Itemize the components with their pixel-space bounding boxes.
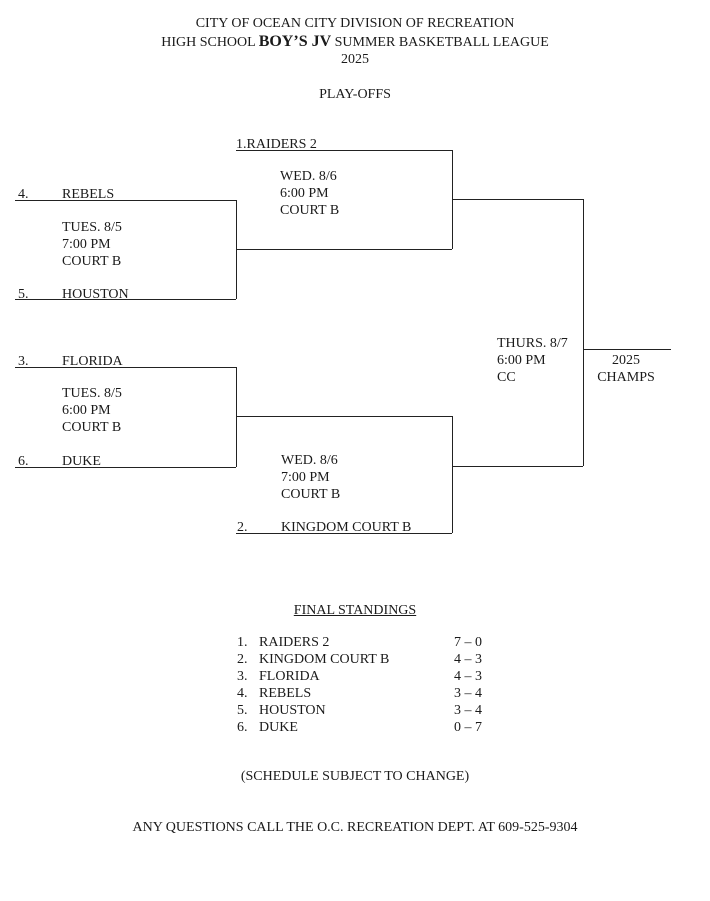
seed6-team: DUKE bbox=[62, 454, 101, 469]
contact-line: ANY QUESTIONS CALL THE O.C. RECREATION D… bbox=[132, 820, 578, 835]
semi-top-info: WED. 8/6 6:00 PM COURT B bbox=[280, 168, 339, 219]
schedule-disclaimer: (SCHEDULE SUBJECT TO CHANGE) bbox=[240, 769, 470, 784]
seed1-number: 1. bbox=[236, 137, 247, 152]
game-4v5-info: TUES. 8/5 7:00 PM COURT B bbox=[62, 219, 122, 270]
final-info: THURS. 8/7 6:00 PM CC bbox=[497, 335, 568, 386]
standings-row: 2. KINGDOM COURT B 4 – 3 bbox=[237, 652, 497, 669]
game-3v6-day: TUES. 8/5 bbox=[62, 386, 122, 401]
game-3v6-court: COURT B bbox=[62, 420, 122, 435]
seed6-number: 6. bbox=[18, 454, 29, 469]
semi-top-day: WED. 8/6 bbox=[280, 169, 337, 184]
final-vertical bbox=[583, 199, 584, 466]
game-3v6-time: 6:00 PM bbox=[62, 403, 111, 418]
seed2-line bbox=[236, 533, 452, 534]
seed4-team: REBELS bbox=[62, 187, 115, 202]
winner-3v6-line bbox=[236, 416, 452, 417]
header-line-2: HIGH SCHOOL BOY’S JV SUMMER BASKETBALL L… bbox=[0, 33, 710, 51]
seed4-number: 4. bbox=[18, 187, 29, 202]
standings-team: HOUSTON bbox=[259, 703, 326, 718]
final-time: 6:00 PM bbox=[497, 353, 546, 368]
standings-record: 0 – 7 bbox=[454, 720, 482, 735]
seed1-line bbox=[236, 150, 452, 151]
standings-rank: 6. bbox=[237, 720, 248, 735]
seed6-line bbox=[15, 467, 236, 468]
standings-row: 5. HOUSTON 3 – 4 bbox=[237, 703, 497, 720]
champion-info: 2025 CHAMPS bbox=[594, 352, 658, 386]
semi-bottom-vertical bbox=[452, 416, 453, 533]
seed4-line bbox=[15, 200, 236, 201]
standings-rank: 1. bbox=[237, 635, 248, 650]
header-subtitle: PLAY-OFFS bbox=[319, 87, 391, 102]
standings-record: 3 – 4 bbox=[454, 703, 482, 718]
standings-title: FINAL STANDINGS bbox=[293, 603, 417, 618]
standings-team: DUKE bbox=[259, 720, 298, 735]
semi-bottom-winner-line bbox=[452, 466, 583, 467]
seed3-number: 3. bbox=[18, 354, 29, 369]
header-line-2-pre: HIGH SCHOOL bbox=[161, 35, 259, 50]
game-4v5-day: TUES. 8/5 bbox=[62, 220, 122, 235]
standings-rank: 4. bbox=[237, 686, 248, 701]
winner-4v5-line bbox=[236, 249, 452, 250]
standings-record: 4 – 3 bbox=[454, 652, 482, 667]
seed5-number: 5. bbox=[18, 287, 29, 302]
seed3-line bbox=[15, 367, 236, 368]
header-line-2-bold: BOY’S JV bbox=[258, 33, 332, 50]
semi-top-winner-line bbox=[452, 199, 583, 200]
game-4v5-court: COURT B bbox=[62, 254, 122, 269]
game-3v6-info: TUES. 8/5 6:00 PM COURT B bbox=[62, 385, 122, 436]
standings-record: 4 – 3 bbox=[454, 669, 482, 684]
round1-bottom-vertical bbox=[236, 367, 237, 467]
standings-row: 1. RAIDERS 2 7 – 0 bbox=[237, 635, 497, 652]
final-day: THURS. 8/7 bbox=[497, 336, 568, 351]
standings-team: KINGDOM COURT B bbox=[259, 652, 390, 667]
standings-rank: 5. bbox=[237, 703, 248, 718]
standings-team: FLORIDA bbox=[259, 669, 320, 684]
standings-team: REBELS bbox=[259, 686, 312, 701]
seed2-number: 2. bbox=[237, 520, 248, 535]
header-line-1: CITY OF OCEAN CITY DIVISION OF RECREATIO… bbox=[195, 16, 515, 31]
standings-row: 3. FLORIDA 4 – 3 bbox=[237, 669, 497, 686]
header-line-2-post: SUMMER BASKETBALL LEAGUE bbox=[331, 35, 549, 50]
champion-label: CHAMPS bbox=[597, 370, 655, 385]
seed1-entry: 1.RAIDERS 2 bbox=[236, 136, 317, 153]
standings-rank: 2. bbox=[237, 652, 248, 667]
header-year: 2025 bbox=[341, 52, 369, 67]
seed3-team: FLORIDA bbox=[62, 354, 123, 369]
standings-record: 3 – 4 bbox=[454, 686, 482, 701]
seed2-team: KINGDOM COURT B bbox=[281, 520, 412, 535]
semi-bottom-time: 7:00 PM bbox=[281, 470, 330, 485]
standings-rank: 3. bbox=[237, 669, 248, 684]
semi-bottom-day: WED. 8/6 bbox=[281, 453, 338, 468]
semi-bottom-info: WED. 8/6 7:00 PM COURT B bbox=[281, 452, 340, 503]
semi-bottom-court: COURT B bbox=[281, 487, 341, 502]
final-court: CC bbox=[497, 370, 516, 385]
standings-record: 7 – 0 bbox=[454, 635, 482, 650]
semi-top-time: 6:00 PM bbox=[280, 186, 329, 201]
game-4v5-time: 7:00 PM bbox=[62, 237, 111, 252]
champion-year: 2025 bbox=[612, 353, 640, 368]
standings-row: 4. REBELS 3 – 4 bbox=[237, 686, 497, 703]
champion-line bbox=[583, 349, 671, 350]
standings-row: 6. DUKE 0 – 7 bbox=[237, 720, 497, 737]
seed1-team: RAIDERS 2 bbox=[246, 137, 317, 152]
seed5-team: HOUSTON bbox=[62, 287, 129, 302]
seed5-line bbox=[15, 299, 236, 300]
standings-team: RAIDERS 2 bbox=[259, 635, 330, 650]
semi-top-court: COURT B bbox=[280, 203, 340, 218]
